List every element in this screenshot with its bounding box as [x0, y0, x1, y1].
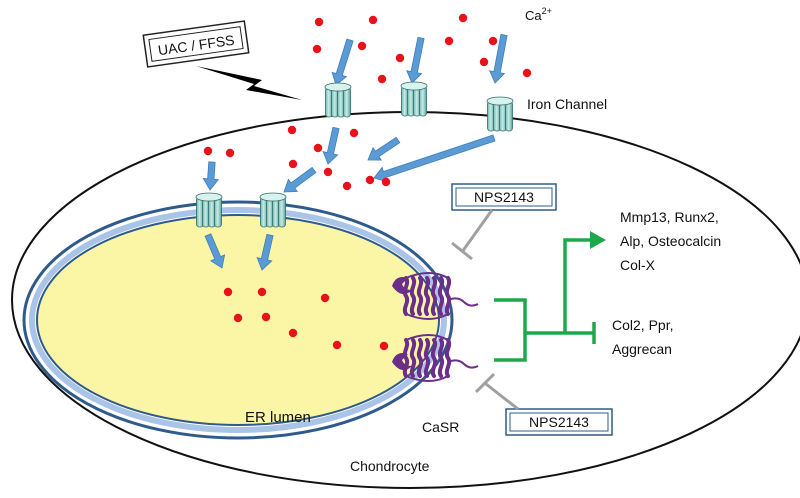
downregulated-genes: Col2, Ppr, Aggrecan: [612, 317, 673, 357]
calcium-ion: [349, 128, 359, 138]
calcium-label: Ca2+: [525, 6, 552, 23]
inhibitor-bottom-label: NPS2143: [529, 414, 589, 430]
calcium-ion: [365, 175, 375, 185]
iron-channel-icon: [259, 192, 287, 228]
calcium-ion: [332, 340, 342, 350]
lightning-bolt-icon: [196, 66, 302, 100]
casr-receptors: [392, 272, 479, 382]
down-gene-line-2: Aggrecan: [612, 341, 672, 357]
calcium-ion: [287, 125, 297, 135]
iron-channel-icon: [486, 96, 514, 132]
calcium-ion: [342, 181, 352, 191]
receptor-label: CaSR: [422, 419, 459, 435]
iron-channel-icon: [195, 192, 223, 228]
inhibitor-top: NPS2143: [451, 183, 557, 261]
flux-arrow: [283, 166, 317, 193]
calcium-ions: [203, 13, 532, 351]
up-gene-line-2: Alp, Osteocalcin: [620, 233, 721, 249]
calcium-ion: [233, 313, 243, 323]
calcium-ion: [203, 146, 213, 156]
ion-channels: [195, 81, 514, 228]
flux-arrow: [202, 161, 220, 191]
flux-arrow: [331, 38, 354, 86]
flux-arrow: [256, 233, 274, 271]
calcium-ion: [323, 167, 333, 177]
flux-arrows: [202, 33, 508, 271]
flux-arrow: [406, 36, 425, 84]
channel-label: Iron Channel: [527, 96, 607, 112]
calcium-ion: [381, 177, 391, 187]
calcium-ion: [225, 148, 235, 158]
up-gene-line-3: Col-X: [620, 257, 656, 273]
down-gene-line-1: Col2, Ppr,: [612, 317, 673, 333]
calcium-ion: [223, 287, 233, 297]
er-label: ER lumen: [245, 409, 311, 426]
calcium-ion: [312, 44, 322, 54]
upregulated-genes: Mmp13, Runx2, Alp, Osteocalcin Col-X: [620, 209, 721, 273]
iron-channel-icon: [400, 81, 428, 117]
calcium-ion: [522, 68, 532, 78]
calcium-ion: [288, 328, 298, 338]
inhibitor-top-label: NPS2143: [474, 189, 534, 205]
flux-arrow: [367, 136, 401, 161]
iron-channel-icon: [324, 82, 352, 118]
calcium-ion: [257, 287, 267, 297]
calcium-ion: [379, 341, 389, 351]
flux-arrow: [322, 126, 340, 165]
calcium-ion: [320, 293, 330, 303]
casr-receptor-icon: [392, 272, 479, 320]
cell-label: Chondrocyte: [350, 458, 430, 474]
calcium-ion: [458, 13, 468, 23]
calcium-ion: [313, 143, 323, 153]
stimulus-box: UAC / FFSS: [142, 20, 250, 68]
signal-pathway: [494, 238, 596, 362]
calcium-ion: [479, 57, 489, 67]
calcium-ion: [288, 159, 298, 169]
up-gene-line-1: Mmp13, Runx2,: [620, 209, 719, 225]
calcium-ion: [261, 312, 271, 322]
flux-arrow: [204, 233, 226, 269]
inhibitor-bottom: NPS2143: [474, 372, 613, 436]
calcium-ion: [488, 36, 498, 46]
flux-arrow: [489, 33, 508, 84]
calcium-ion: [395, 53, 405, 63]
flux-arrow: [373, 134, 496, 183]
casr-receptor-icon: [392, 334, 479, 382]
calcium-ion: [357, 41, 367, 51]
calcium-ion: [444, 36, 454, 46]
calcium-ion: [377, 74, 387, 84]
calcium-ion: [368, 15, 378, 25]
calcium-ion: [314, 17, 324, 27]
upregulation-arrowhead: [590, 231, 606, 249]
